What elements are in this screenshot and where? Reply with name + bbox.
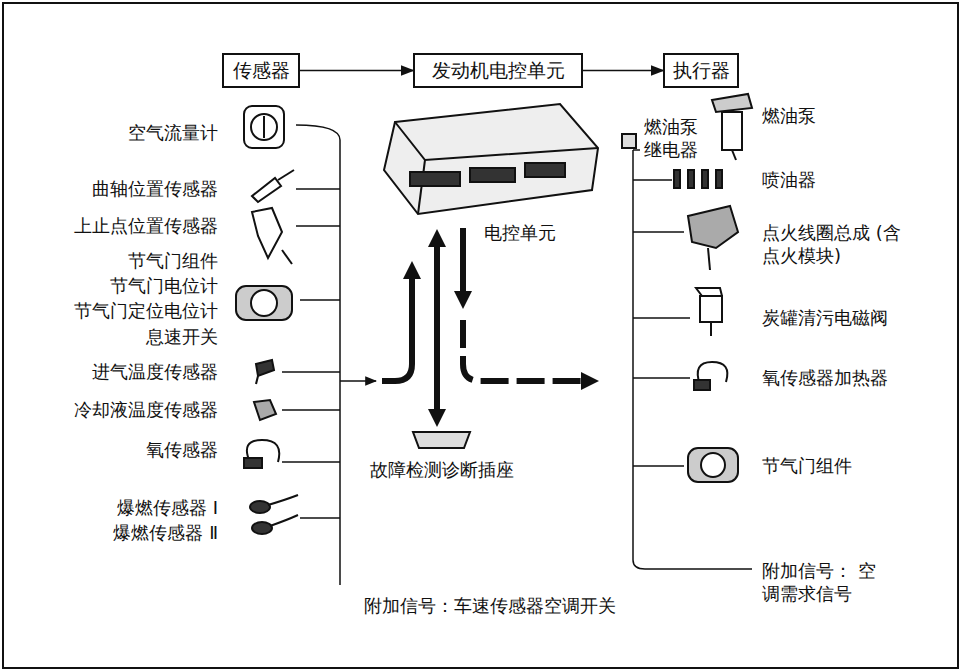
- flow-arrow: [300, 70, 413, 72]
- part-label: 电控单元: [484, 221, 556, 244]
- part-label: 进气温度传感器: [92, 360, 218, 383]
- part-label: 节气门电位计: [110, 274, 218, 297]
- block-box: 传感器: [222, 53, 300, 88]
- part-label: 节气门定位电位计: [74, 299, 218, 322]
- part-label: 氧传感器: [146, 438, 218, 461]
- box-title: 执行器: [673, 58, 730, 84]
- part-label: 燃油泵 继电器: [644, 115, 720, 162]
- part-label: 燃油泵: [762, 104, 816, 127]
- part-label: 点火线圈总成 (含点火模块): [762, 221, 912, 268]
- diagnostic-socket: [413, 432, 470, 448]
- box-title: 传感器: [233, 58, 290, 84]
- signal-arrows: [382, 228, 590, 418]
- part-label: 附加信号： 空调需求信号: [762, 559, 892, 606]
- part-label: 节气门组件: [128, 249, 218, 272]
- part-label: 曲轴位置传感器: [92, 177, 218, 200]
- part-label: 空气流量计: [128, 121, 218, 144]
- flow-arrow: [583, 70, 663, 72]
- part-label: 炭罐清污电磁阀: [762, 306, 888, 329]
- block-box: 执行器: [663, 53, 739, 88]
- actuator-icons: [622, 94, 752, 482]
- ecu-housing: [384, 104, 598, 214]
- sensor-icons: [236, 106, 298, 534]
- part-label: 喷油器: [762, 168, 816, 191]
- part-label: 爆燃传感器 Ⅱ: [113, 521, 218, 544]
- part-label: 上止点位置传感器: [74, 214, 218, 237]
- part-label: 故障检测诊断插座: [370, 458, 514, 481]
- part-label: 爆燃传感器 Ⅰ: [117, 496, 218, 519]
- actuator-bus: [633, 150, 752, 569]
- part-label: 冷却液温度传感器: [74, 398, 218, 421]
- block-box: 发动机电控单元: [413, 53, 583, 88]
- frame: [3, 3, 958, 668]
- part-label: 节气门组件: [762, 454, 852, 477]
- box-title: 发动机电控单元: [432, 58, 565, 84]
- part-label: 氧传感器加热器: [762, 366, 888, 389]
- part-label: 附加信号：车速传感器空调开关: [364, 594, 616, 617]
- part-label: 息速开关: [146, 325, 218, 348]
